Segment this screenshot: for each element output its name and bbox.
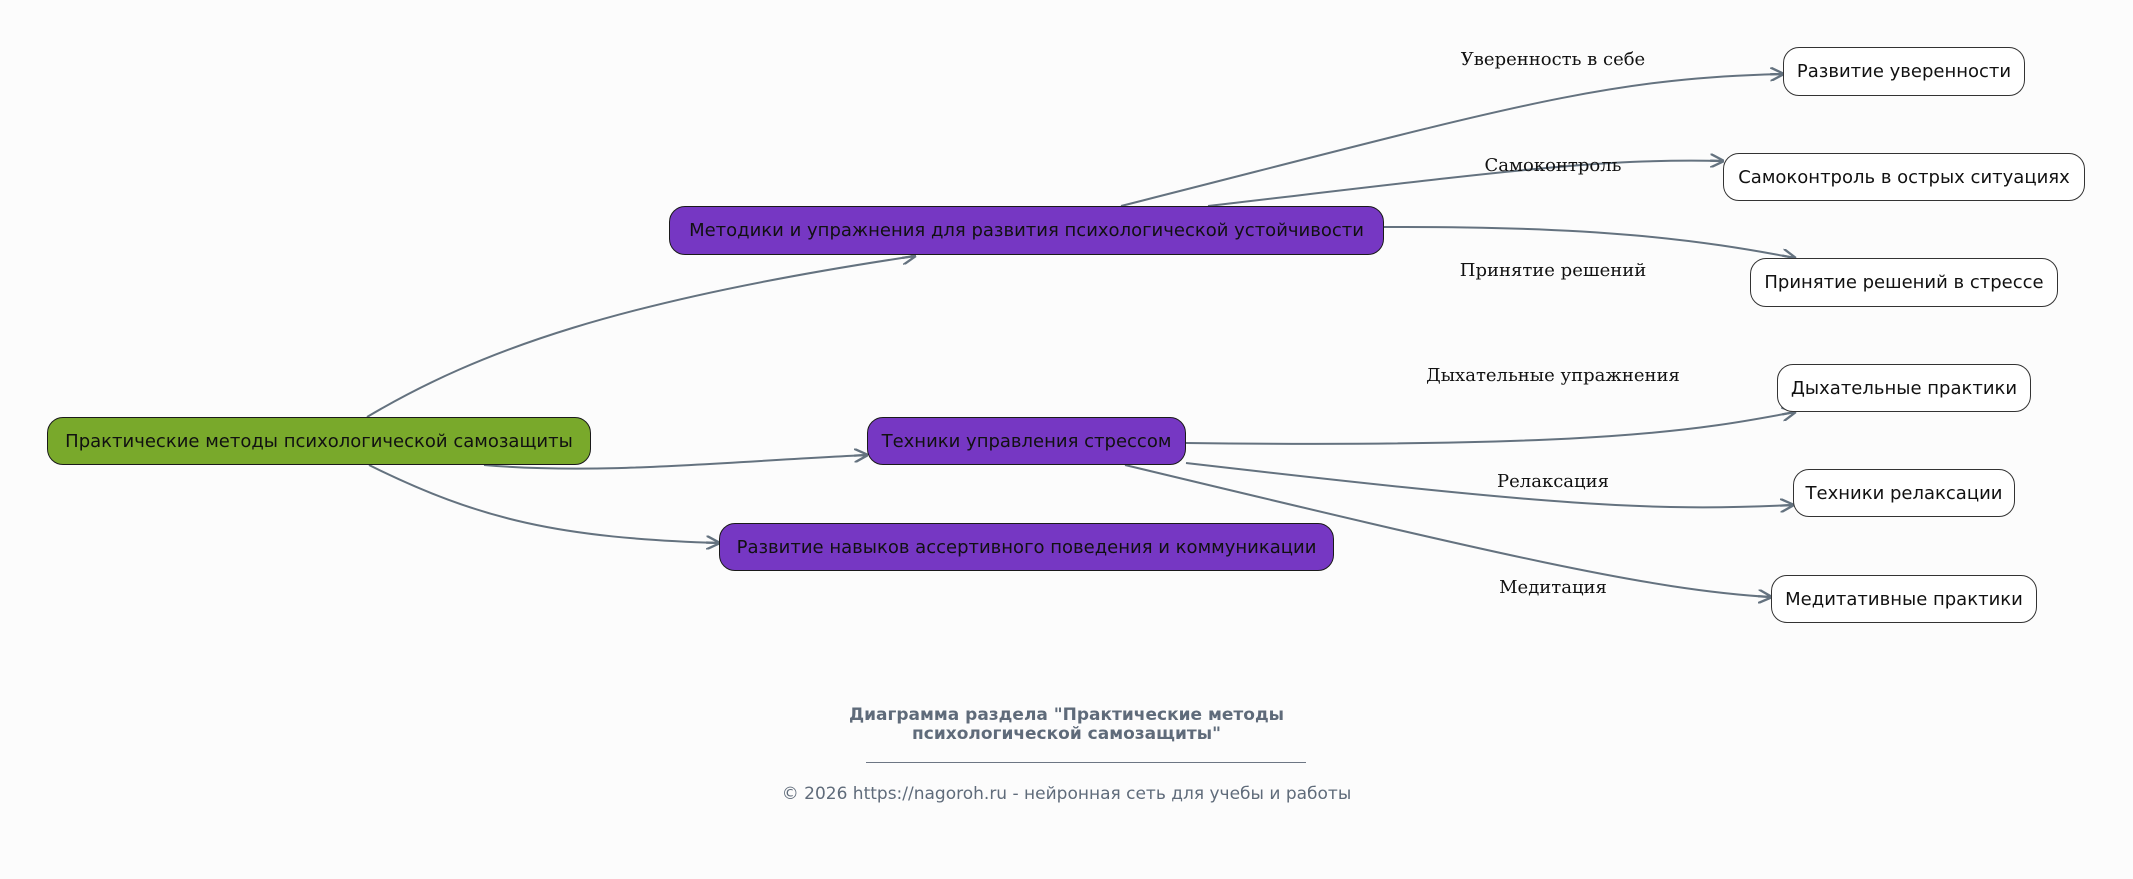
edge-label-selfcontrol: Самоконтроль bbox=[1484, 155, 1622, 176]
edge-label-decisions: Принятие решений bbox=[1459, 260, 1647, 281]
footer-title: Диаграмма раздела "Практические методы п… bbox=[0, 706, 2133, 744]
node-selfcontrol[interactable]: Самоконтроль в острых ситуациях bbox=[1723, 153, 2085, 201]
edge-stress-to-relax bbox=[1185, 462, 1793, 507]
edge-label-meditation: Медитация bbox=[1499, 577, 1607, 598]
edge-label-relax: Релаксация bbox=[1497, 471, 1609, 492]
node-selfcontrol-label: Самоконтроль в острых ситуациях bbox=[1738, 166, 2070, 188]
edge-root-to-stress bbox=[483, 455, 867, 470]
edge-label-breathing: Дыхательные упражнения bbox=[1426, 365, 1680, 386]
root-node[interactable]: Практические методы психологической само… bbox=[47, 417, 591, 465]
node-confidence[interactable]: Развитие уверенности bbox=[1783, 47, 2025, 96]
node-methods[interactable]: Методики и упражнения для развития психо… bbox=[669, 206, 1384, 255]
node-assertive-label: Развитие навыков ассертивного поведения … bbox=[736, 536, 1317, 558]
node-assertive[interactable]: Развитие навыков ассертивного поведения … bbox=[719, 523, 1334, 571]
node-stress-label: Техники управления стрессом bbox=[881, 430, 1172, 452]
node-breathing-label: Дыхательные практики bbox=[1790, 377, 2018, 399]
footer-copyright: © 2026 https://nagoroh.ru - нейронная се… bbox=[781, 784, 1352, 804]
root-node-label: Практические методы психологической само… bbox=[65, 430, 573, 452]
edge-root-to-assertive bbox=[368, 464, 719, 543]
node-stress[interactable]: Техники управления стрессом bbox=[867, 417, 1186, 465]
footer-divider bbox=[866, 762, 1306, 763]
edge-label-confidence: Уверенность в себе bbox=[1460, 49, 1646, 70]
node-methods-label: Методики и упражнения для развития психо… bbox=[689, 220, 1364, 241]
edge-methods-to-confidence bbox=[1120, 74, 1783, 207]
footer-title-line2: психологической самозащиты" bbox=[912, 724, 1221, 744]
footer-title-line1: Диаграмма раздела "Практические методы bbox=[848, 705, 1285, 725]
node-decisions[interactable]: Принятие решений в стрессе bbox=[1750, 258, 2058, 307]
edge-stress-to-meditation bbox=[1124, 464, 1771, 597]
edge-stress-to-breathing bbox=[1185, 412, 1795, 445]
node-meditation-label: Медитативные практики bbox=[1785, 588, 2023, 610]
edge-methods-to-decisions bbox=[1383, 225, 1795, 258]
node-relax[interactable]: Техники релаксации bbox=[1793, 469, 2015, 517]
node-confidence-label: Развитие уверенности bbox=[1796, 61, 2012, 82]
node-breathing[interactable]: Дыхательные практики bbox=[1777, 364, 2031, 412]
node-relax-label: Техники релаксации bbox=[1805, 482, 2003, 504]
node-meditation[interactable]: Медитативные практики bbox=[1771, 575, 2037, 623]
edge-methods-to-selfcontrol bbox=[1207, 161, 1723, 207]
edge-root-to-methods bbox=[366, 256, 915, 418]
node-decisions-label: Принятие решений в стрессе bbox=[1764, 272, 2044, 293]
